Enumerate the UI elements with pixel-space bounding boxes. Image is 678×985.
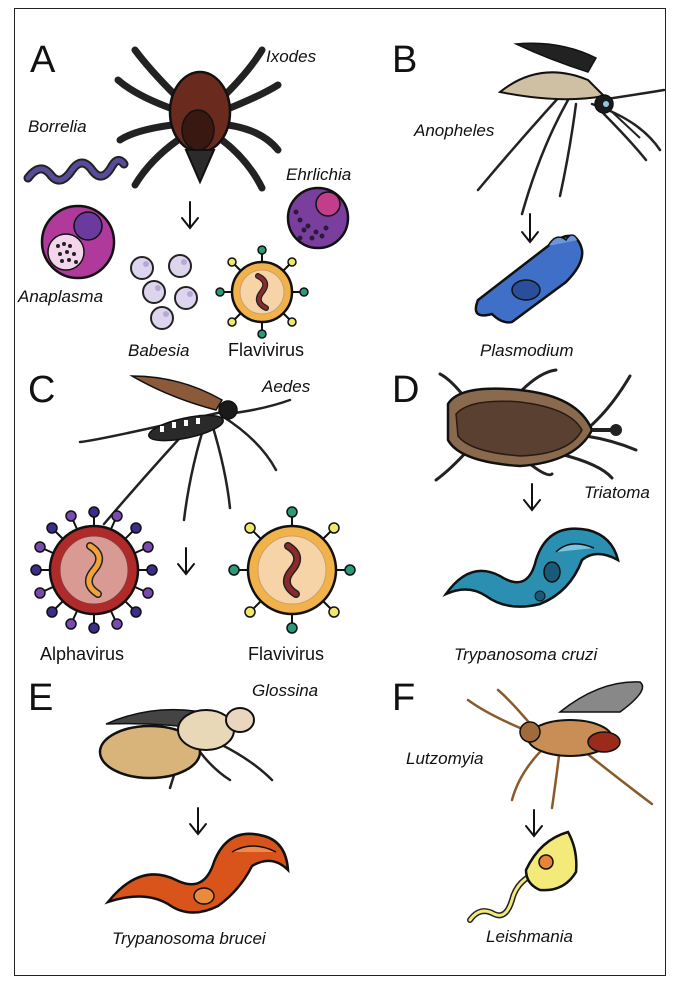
sandfly-icon [468, 682, 652, 808]
down-arrow-icon [178, 548, 194, 574]
flavivirus-icon [229, 507, 355, 633]
pathogen-label-leishmania: Leishmania [486, 927, 573, 946]
vector-label-lutzomyia: Lutzomyia [406, 749, 483, 768]
panel-d: D Triatoma Trypanosoma cruzi [392, 369, 650, 664]
vector-label-anopheles: Anopheles [413, 121, 495, 140]
t-brucei-icon [108, 834, 288, 913]
kissing-bug-icon [436, 370, 636, 480]
pathogen-label-borrelia: Borrelia [28, 117, 87, 136]
down-arrow-icon [524, 484, 540, 510]
vector-label-aedes: Aedes [261, 377, 311, 396]
panel-letter-b: B [392, 39, 417, 81]
panel-letter-a: A [30, 39, 56, 81]
panel-b: B Anopheles Plasmodium [392, 39, 664, 360]
pathogen-label-flavivirus-a: Flavivirus [228, 340, 304, 360]
down-arrow-icon [526, 810, 542, 836]
ehrlichia-icon [288, 188, 348, 248]
down-arrow-icon [522, 214, 538, 242]
vector-label-triatoma: Triatoma [584, 483, 650, 502]
down-arrow-icon [182, 202, 198, 228]
down-arrow-icon [190, 808, 206, 834]
pathogen-label-t-brucei: Trypanosoma brucei [112, 929, 267, 948]
alphavirus-icon [31, 507, 157, 633]
pathogen-label-flavivirus-c: Flavivirus [248, 644, 324, 664]
babesia-icon [131, 255, 197, 329]
pathogen-label-babesia: Babesia [128, 341, 189, 360]
pathogen-label-t-cruzi: Trypanosoma cruzi [454, 645, 599, 664]
vector-label-ixodes: Ixodes [266, 47, 317, 66]
panel-letter-c: C [28, 369, 55, 411]
tick-icon [118, 50, 278, 188]
mosquito-icon [80, 376, 290, 524]
pathogen-label-alphavirus: Alphavirus [40, 644, 124, 664]
panel-letter-d: D [392, 369, 419, 411]
panel-e: E Glossina Trypanosoma brucei [28, 677, 318, 948]
t-cruzi-icon [446, 529, 618, 607]
panel-letter-e: E [28, 677, 53, 719]
plasmodium-icon [476, 235, 582, 322]
vector-label-glossina: Glossina [252, 681, 318, 700]
pathogen-label-plasmodium: Plasmodium [480, 341, 574, 360]
leishmania-icon [470, 832, 576, 920]
pathogen-label-ehrlichia: Ehrlichia [286, 165, 351, 184]
panel-a: A Ixodes Borrelia Ehrlichia [17, 39, 351, 360]
mosquito-icon [478, 43, 664, 214]
panel-letter-f: F [392, 677, 415, 719]
pathogen-label-anaplasma: Anaplasma [17, 287, 103, 306]
anaplasma-icon [42, 206, 114, 278]
panel-f: F Lutzomyia Leishmania [392, 677, 652, 946]
panel-c: C Aedes [28, 369, 355, 664]
flavivirus-icon [216, 246, 308, 338]
tsetse-fly-icon [100, 708, 272, 788]
